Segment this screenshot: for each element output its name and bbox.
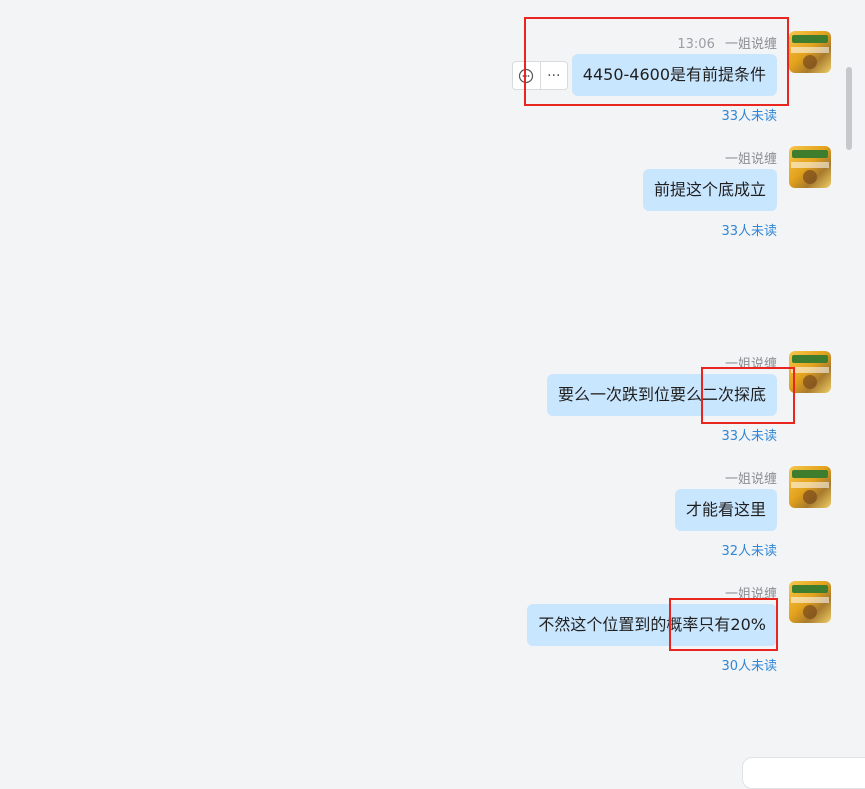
message-time: 13:06 [677, 37, 715, 52]
message-bubble[interactable]: 不然这个位置到的概率只有20% [527, 604, 777, 646]
sender-name: 一姐说缠 [724, 37, 777, 52]
avatar[interactable] [789, 581, 831, 623]
avatar[interactable] [789, 351, 831, 393]
unread-count[interactable]: 30人未读 [721, 659, 777, 674]
annotation-box [701, 367, 795, 424]
message-hover-actions: ··· [512, 61, 568, 90]
reply-icon[interactable] [512, 61, 541, 90]
message-bubble[interactable]: 要么一次跌到位要么二次探底 [546, 374, 777, 416]
scrollbar[interactable] [846, 67, 852, 150]
more-icon[interactable]: ··· [540, 61, 568, 90]
unread-count[interactable]: 32人未读 [721, 544, 777, 559]
input-panel-corner [742, 757, 865, 789]
annotation-box [524, 17, 789, 106]
message-bubble[interactable]: 才能看这里 [674, 489, 777, 531]
message-bubble[interactable]: 4450-4600是有前提条件 [571, 54, 777, 96]
sender-name: 一姐说缠 [724, 152, 777, 167]
annotation-box [669, 598, 778, 651]
avatar[interactable] [789, 31, 831, 73]
message-meta: 13:06 一姐说缠 [577, 33, 777, 52]
sender-name: 一姐说缠 [724, 472, 777, 487]
unread-count[interactable]: 33人未读 [721, 109, 777, 124]
unread-count[interactable]: 33人未读 [721, 224, 777, 239]
unread-count[interactable]: 33人未读 [721, 429, 777, 444]
message-bubble[interactable]: 前提这个底成立 [642, 169, 777, 211]
avatar[interactable] [789, 466, 831, 508]
avatar[interactable] [789, 146, 831, 188]
